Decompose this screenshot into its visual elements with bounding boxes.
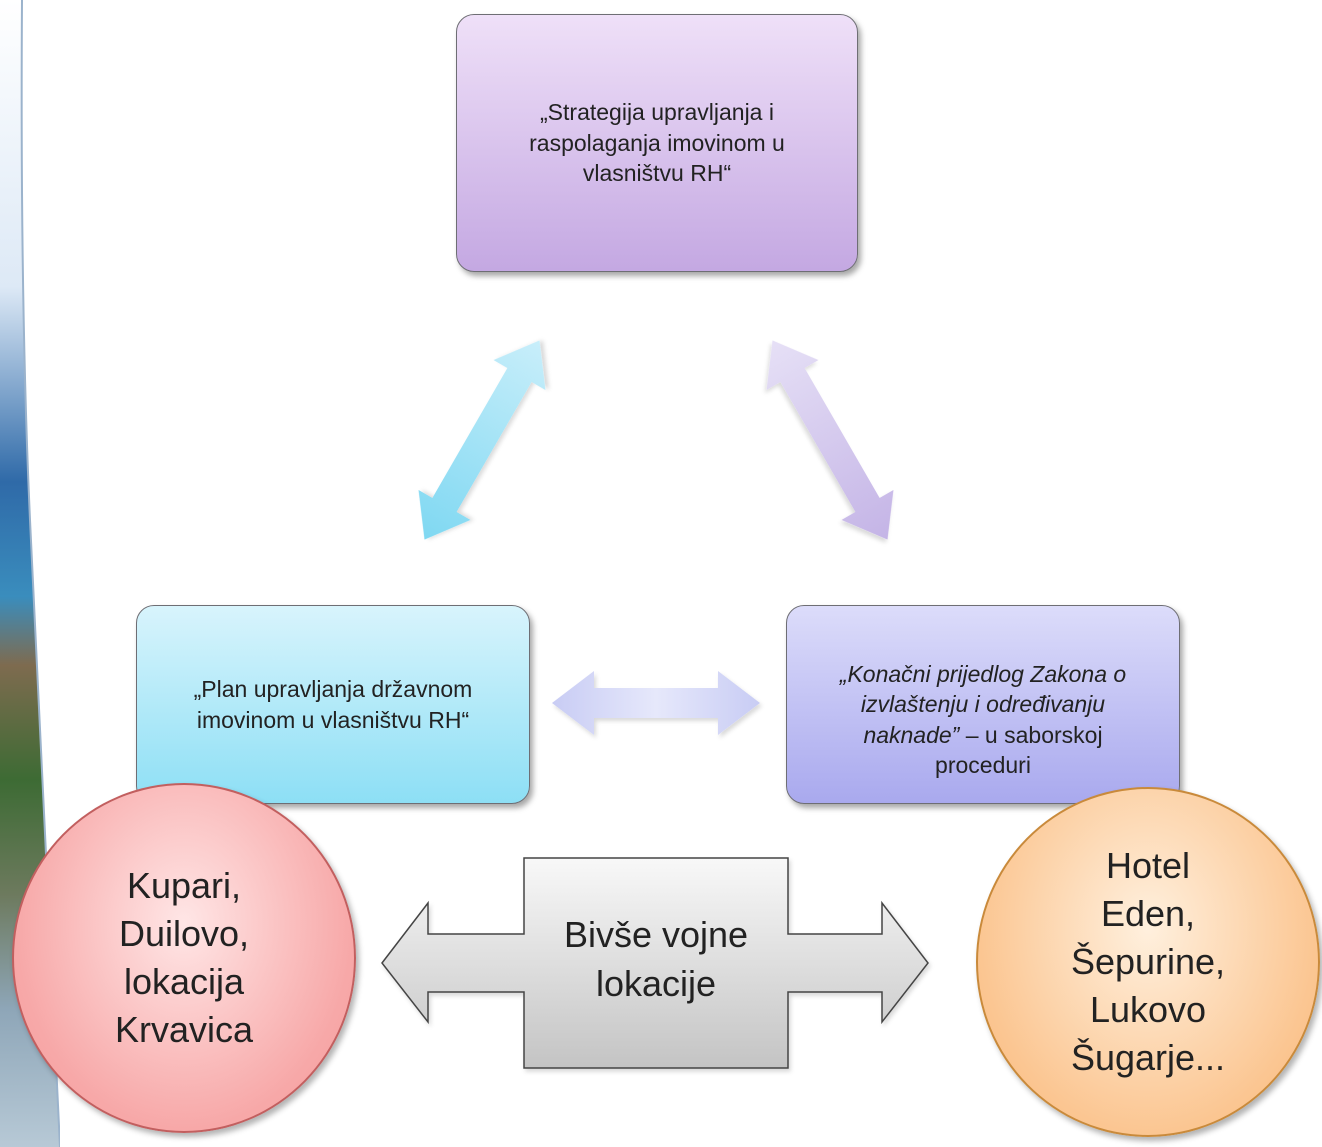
strategy-box: „Strategija upravljanja i raspolaganja i… xyxy=(456,14,858,272)
locations-circle-left: Kupari, Duilovo, lokacija Krvavica xyxy=(12,783,356,1133)
double-arrow-left-top xyxy=(418,340,546,540)
strategy-text: „Strategija upravljanja i raspolaganja i… xyxy=(529,99,785,187)
law-proposal-box: „Konačni prijedlog Zakona o izvlaštenju … xyxy=(786,605,1180,804)
former-military-text: Bivše vojne lokacije xyxy=(563,914,749,1004)
double-arrow-top-right xyxy=(766,340,894,540)
locations-left-text: Kupari, Duilovo, lokacija Krvavica xyxy=(114,865,254,1050)
locations-right-text: Hotel Eden, Šepurine, Lukovo Šugarje... xyxy=(1070,845,1226,1078)
locations-circle-right: Hotel Eden, Šepurine, Lukovo Šugarje... xyxy=(976,787,1320,1137)
double-arrow-left-right xyxy=(552,671,760,735)
former-military-label: Bivše vojne lokacije xyxy=(524,880,788,1040)
law-proposal-title: „Konačni prijedlog Zakona o izvlaštenju … xyxy=(839,660,1127,748)
plan-box: „Plan upravljanja državnom imovinom u vl… xyxy=(136,605,530,804)
bottom-double-arrow xyxy=(381,857,929,1069)
plan-text: „Plan upravljanja državnom imovinom u vl… xyxy=(193,676,473,733)
law-proposal-status: – u saborskoj proceduri xyxy=(935,721,1103,779)
law-proposal-text: „Konačni prijedlog Zakona o izvlaštenju … xyxy=(823,629,1143,781)
